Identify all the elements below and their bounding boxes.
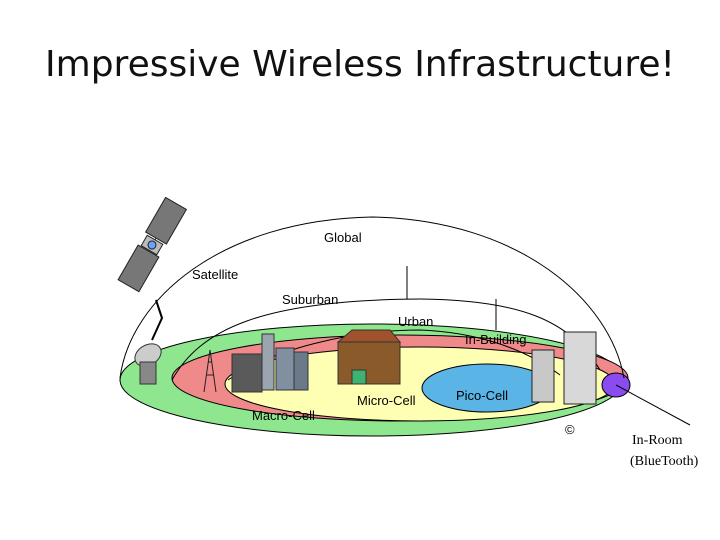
- label-in-room: In-Room: [632, 433, 683, 448]
- label-in-building: In-Building: [465, 332, 526, 347]
- urban-houses-icon: [338, 330, 400, 384]
- label-satellite: Satellite: [192, 267, 238, 282]
- copyright-mark: ©: [565, 422, 575, 437]
- satellite-icon: [118, 197, 186, 340]
- label-pico-cell: Pico-Cell: [456, 388, 508, 403]
- label-suburban: Suburban: [282, 292, 338, 307]
- label-global: Global: [324, 230, 362, 245]
- label-bluetooth: (BlueTooth): [630, 454, 699, 469]
- in-room-pointer: [616, 385, 690, 425]
- label-micro-cell: Micro-Cell: [357, 393, 416, 408]
- label-macro-cell: Macro-Cell: [252, 408, 315, 423]
- label-urban: Urban: [398, 314, 433, 329]
